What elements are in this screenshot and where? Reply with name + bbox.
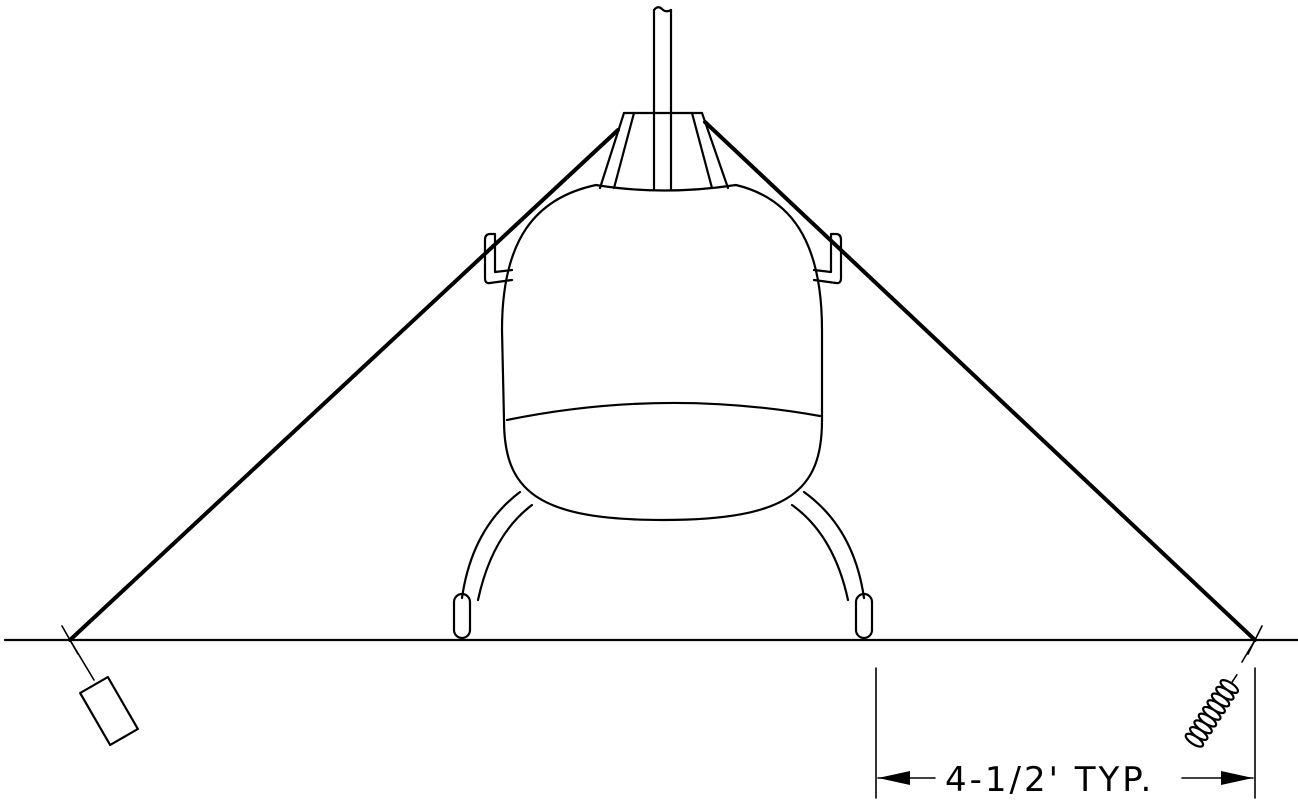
left-ground-anchor <box>61 625 139 747</box>
right-tiedown-cable <box>703 120 1257 642</box>
rotor-mast <box>652 6 673 192</box>
right-step-handle <box>812 232 843 285</box>
fuselage <box>500 183 824 522</box>
right-ground-anchor <box>1184 625 1263 748</box>
right-landing-gear <box>790 490 874 640</box>
windshield-line <box>505 401 822 422</box>
dimension-arrow-right <box>1221 771 1253 785</box>
dimension-label: 4-1/2' TYP. <box>945 760 1154 800</box>
dimension-annotation: 4-1/2' TYP. <box>875 667 1256 800</box>
left-step-handle <box>483 232 514 285</box>
left-tiedown-cable <box>68 128 620 642</box>
dimension-arrow-left <box>878 771 910 785</box>
left-landing-gear <box>452 490 534 640</box>
